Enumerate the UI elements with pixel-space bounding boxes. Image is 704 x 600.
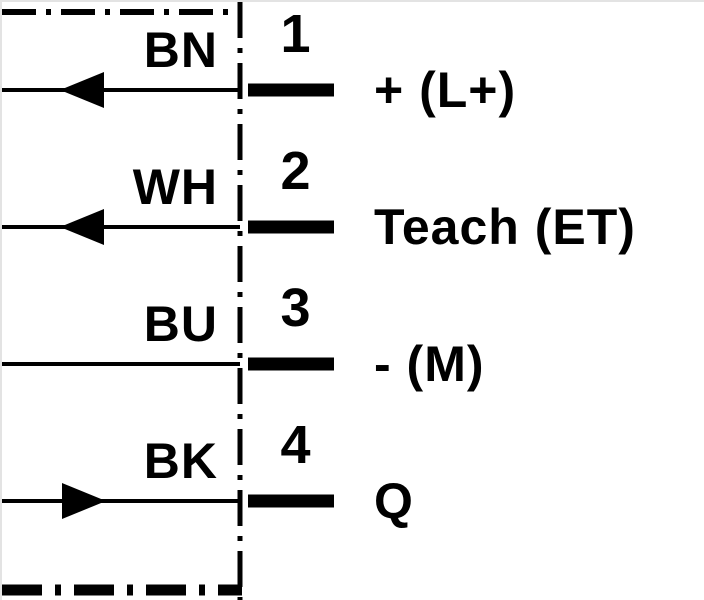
arrow-left-icon <box>60 209 104 245</box>
arrow-left-icon <box>60 72 104 108</box>
pin-number: 3 <box>280 278 312 338</box>
wire-color-label: BU <box>143 296 218 352</box>
pin-number: 1 <box>280 4 312 64</box>
wire-color-label: WH <box>132 159 218 215</box>
pin-function-label: + (L+) <box>374 62 517 118</box>
pin-function-label: Teach (ET) <box>374 199 636 255</box>
pin-number: 4 <box>280 415 312 475</box>
wire-color-label: BK <box>143 433 218 489</box>
arrow-right-icon <box>62 483 106 519</box>
pin-function-label: - (M) <box>374 336 485 392</box>
wire-color-label: BN <box>143 22 218 78</box>
pin-number: 2 <box>280 141 312 201</box>
pin-function-label: Q <box>374 473 414 529</box>
